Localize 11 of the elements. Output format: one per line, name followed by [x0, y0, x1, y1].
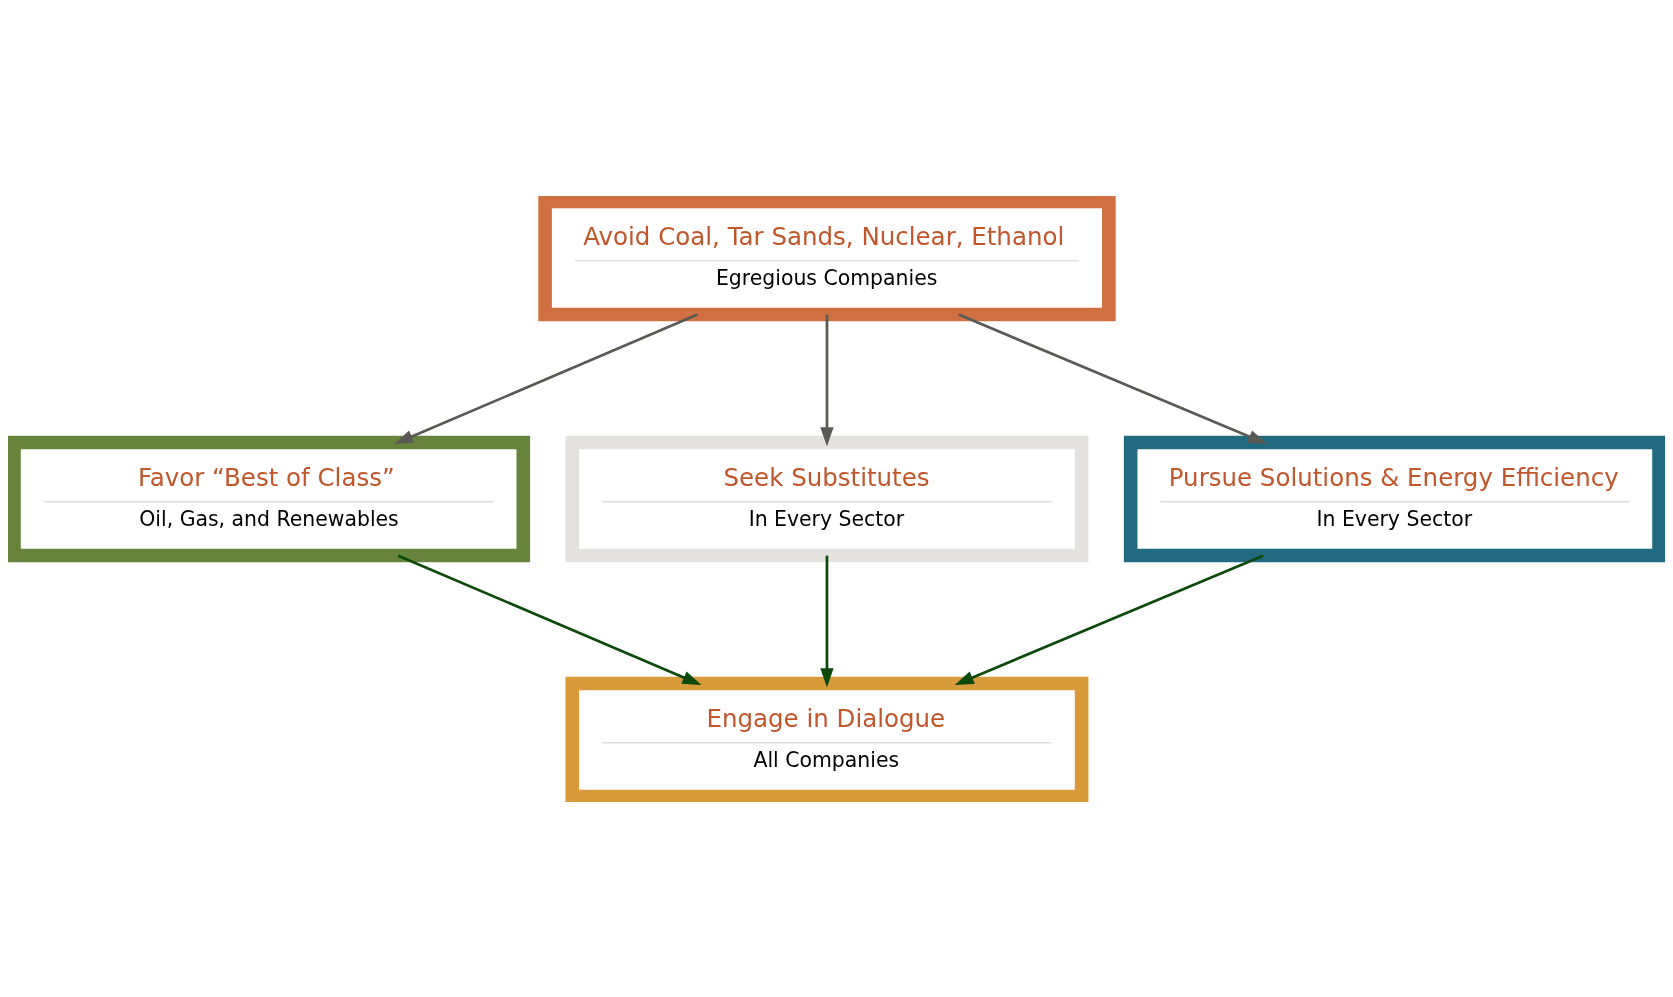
arrow	[954, 553, 1264, 685]
node-box: Avoid Coal, Tar Sands, Nuclear, Ethanol Egregious Companies	[538, 195, 1116, 321]
node-box: Favor “Best of Class” Oil, Gas, and Renewables	[8, 435, 531, 562]
arrow	[820, 555, 834, 687]
arrow	[958, 312, 1268, 444]
node-box: Pursue Solutions & Energy Efficiency In Every Sector	[1123, 435, 1665, 562]
arrow	[394, 312, 698, 444]
node-box: Seek Substitutes In Every Sector	[565, 435, 1089, 562]
node-box: Engage in Dialogue All Companies	[565, 676, 1089, 802]
arrow	[820, 314, 834, 446]
arrow	[397, 553, 702, 685]
